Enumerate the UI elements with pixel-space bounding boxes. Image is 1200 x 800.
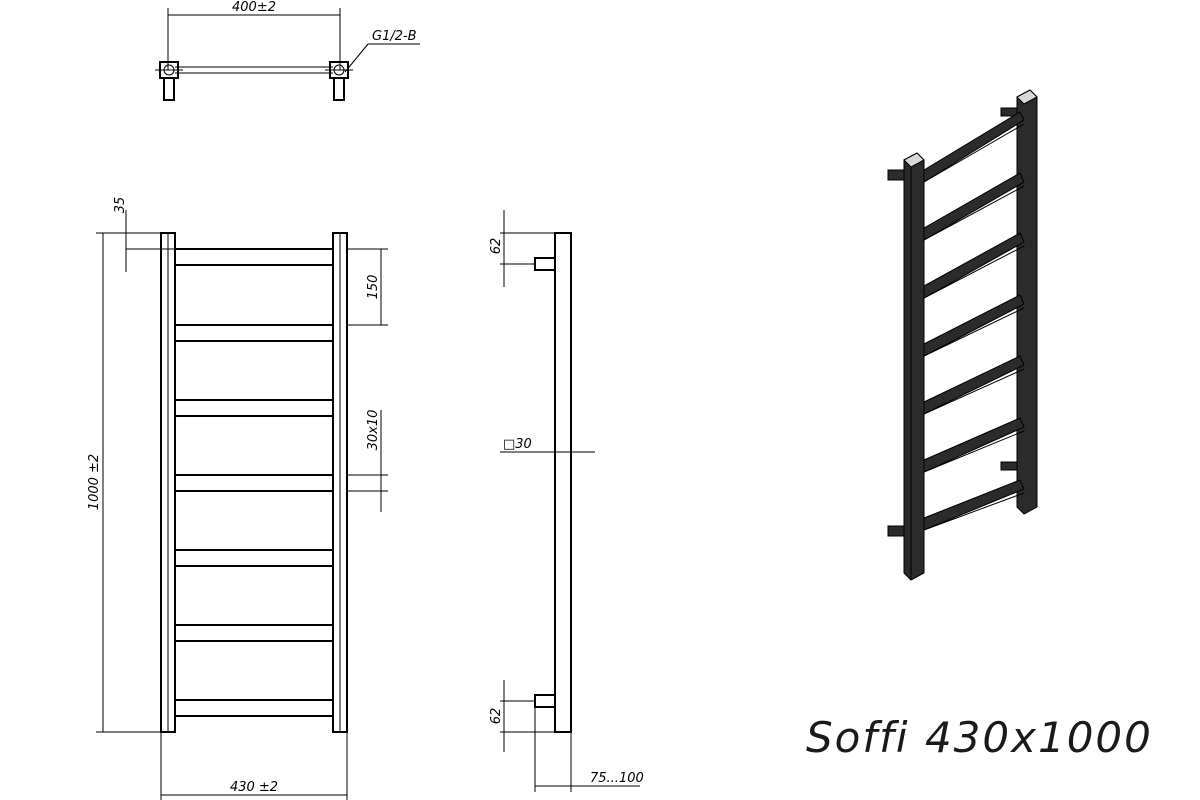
wall-distance-label: 75...100 (590, 771, 644, 786)
side-post (554, 232, 572, 733)
lower-connector (534, 694, 556, 708)
top-offset-label: 35 (113, 197, 128, 214)
upper-connector (534, 257, 556, 271)
product-title: Soffi 430x1000 (806, 713, 1153, 762)
iso-rung-edges (923, 123, 1025, 531)
iso-rungs (923, 111, 1025, 531)
width-label: 430 ±2 (230, 780, 278, 795)
top-view: 400±2 G1/2-B (155, 0, 420, 101)
front-view: 35 1000 ±2 150 30x10 430 ±2 (87, 197, 388, 800)
post-section-label: □30 (503, 437, 532, 452)
side-top-label: 62 (489, 238, 504, 255)
side-view: 62 □30 62 75...100 (489, 210, 644, 792)
top-width-label: 400±2 (232, 0, 276, 15)
isometric-view (887, 89, 1038, 581)
rungs (174, 248, 334, 717)
thread-label: G1/2-B (372, 29, 417, 44)
side-bottom-label: 62 (489, 708, 504, 725)
rung-section-label: 30x10 (366, 410, 381, 451)
rung-pitch-label: 150 (366, 275, 381, 300)
height-label: 1000 ±2 (87, 454, 102, 510)
